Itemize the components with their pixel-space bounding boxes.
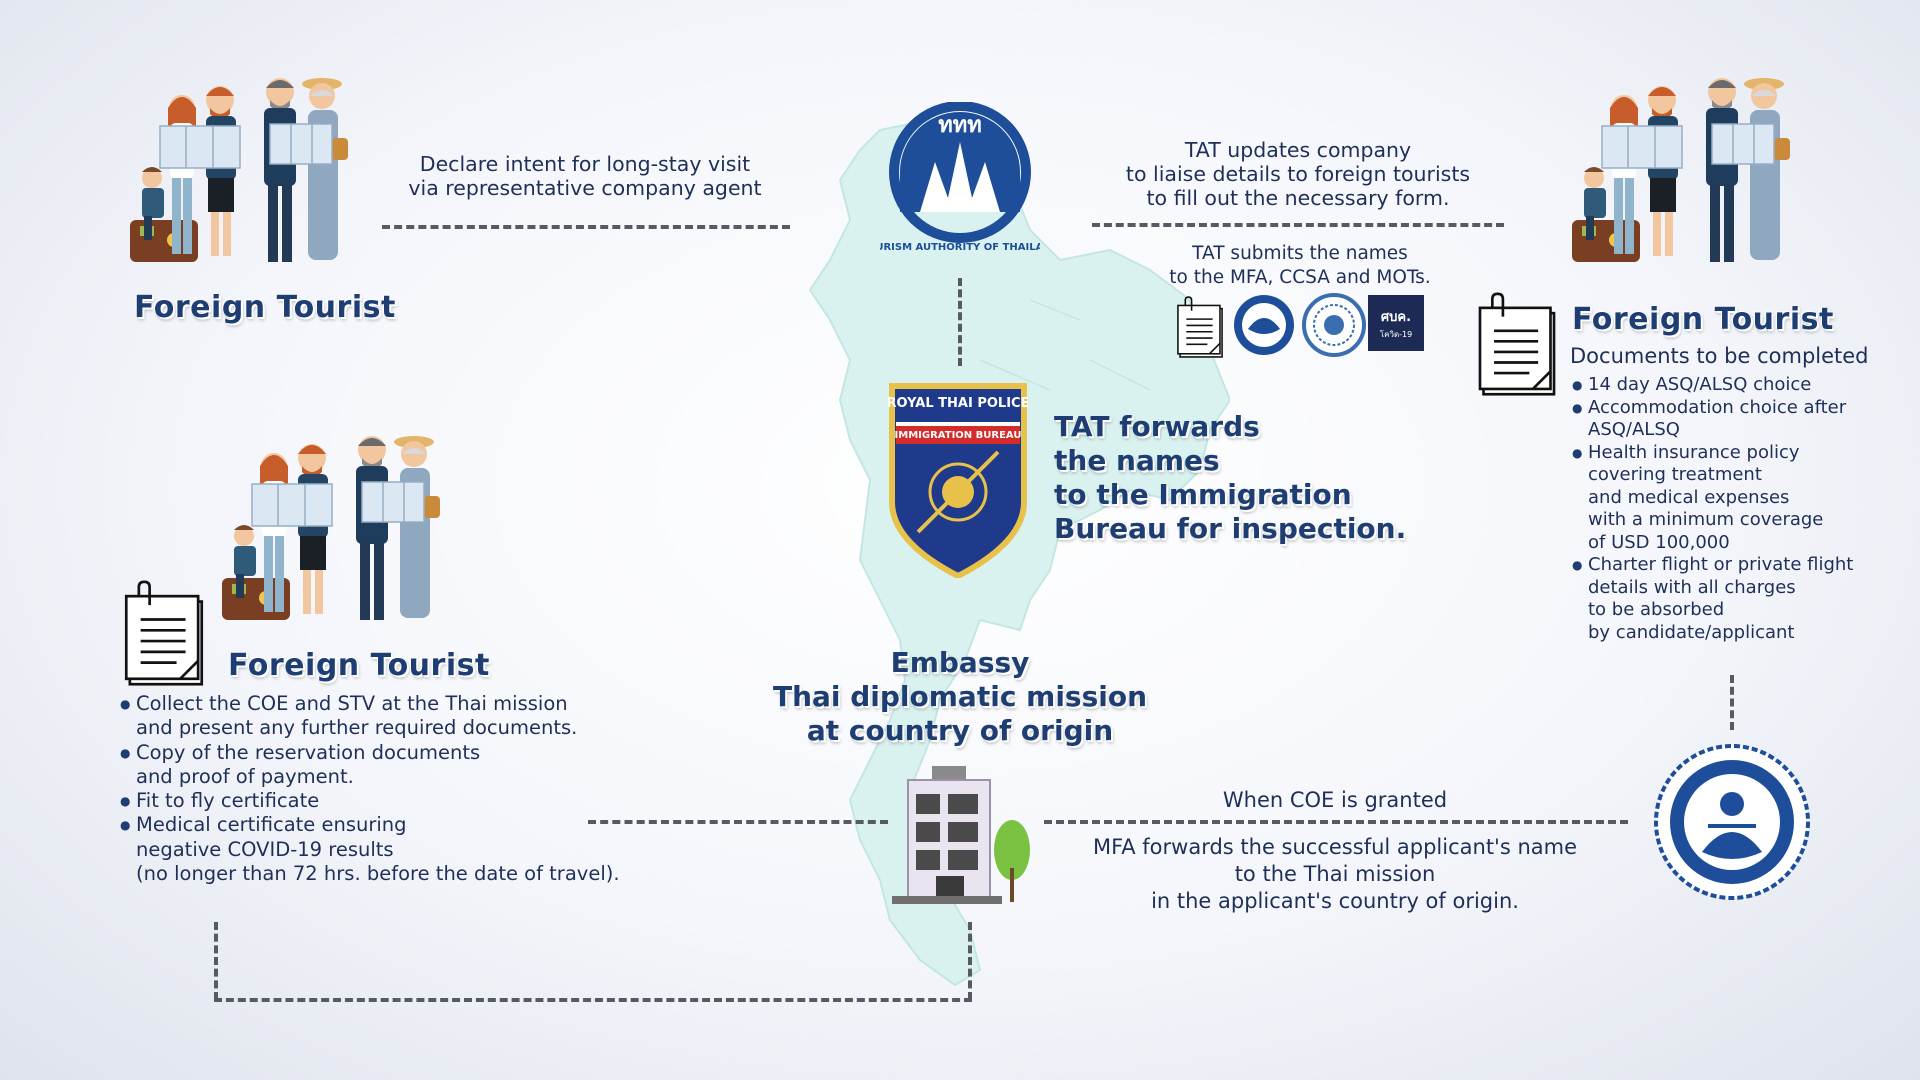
tat-forward-line-1: TAT forwards <box>1054 410 1260 443</box>
tat-forward-line-3: to the Immigration <box>1054 478 1352 511</box>
connector-to-embassy-up <box>968 922 972 1000</box>
list-item: Collect the COE and STV at the Thai miss… <box>120 692 680 741</box>
embassy-building-icon <box>892 766 1030 904</box>
embassy-line-2: Thai diplomatic mission <box>772 680 1148 713</box>
ccsa-seal-icon <box>1302 293 1366 357</box>
mfa-forward-line-3: in the applicant's country of origin. <box>1151 889 1519 913</box>
tat-update-text: TAT updates company to liaise details to… <box>1092 138 1504 210</box>
connector-left-down <box>214 922 218 1000</box>
list-item: Copy of the reservation documents and pr… <box>120 741 680 790</box>
connector-bottom <box>214 998 972 1002</box>
tourist-family-illustration <box>130 78 349 263</box>
tourist-family-illustration-right <box>1572 78 1791 263</box>
mfa-forward-line-1: MFA forwards the successful applicant's … <box>1092 835 1578 859</box>
foreign-tourist-title-1: Foreign Tourist <box>134 290 396 325</box>
embassy-line-1: Embassy <box>890 646 1030 679</box>
svg-text:ศบค.: ศบค. <box>1381 310 1411 325</box>
connector-declare <box>382 225 790 229</box>
tat-update-line-3: to fill out the necessary form. <box>1146 186 1450 210</box>
list-item: Accommodation choice after ASQ/ALSQ <box>1572 397 1902 442</box>
police-badge-top-text: ROYAL THAI POLICE <box>888 396 1028 411</box>
tourist-family-illustration-left <box>222 436 441 621</box>
right-document-list: 14 day ASQ/ALSQ choice Accommodation cho… <box>1572 374 1902 644</box>
mfa-forwards-text: MFA forwards the successful applicant's … <box>1040 834 1630 915</box>
embassy-label: Embassy Thai diplomatic mission at count… <box>760 646 1160 748</box>
coe-granted-text: When COE is granted <box>1222 788 1448 812</box>
tat-update-line-2: to liaise details to foreign tourists <box>1125 162 1471 186</box>
mfa-seal <box>1654 744 1810 900</box>
documents-subtitle: Documents to be completed <box>1570 344 1869 368</box>
svg-text:โควิด-19: โควิด-19 <box>1380 329 1412 339</box>
declare-line-1: Declare intent for long-stay visit <box>419 152 751 176</box>
tat-logo-top-text: ททท <box>938 113 982 138</box>
immigration-bureau-badge: ROYAL THAI POLICE IMMIGRATION BUREAU <box>888 383 1028 578</box>
list-item: 14 day ASQ/ALSQ choice <box>1572 374 1902 397</box>
connector-embassy-to-left <box>588 820 888 824</box>
list-item: Health insurance policy covering treatme… <box>1572 442 1902 555</box>
police-badge-band-text: IMMIGRATION BUREAU <box>895 430 1022 441</box>
tat-submit-text: TAT submits the names to the MFA, CCSA a… <box>1130 242 1470 290</box>
connector-mfa-to-embassy <box>1044 820 1628 824</box>
foreign-tourist-title-2: Foreign Tourist <box>1572 302 1834 337</box>
tat-logo: ททท TOURISM AUTHORITY OF THAILAND <box>880 102 1040 253</box>
declare-line-2: via representative company agent <box>408 176 762 200</box>
tat-submit-line-1: TAT submits the names <box>1192 243 1408 264</box>
tat-logo-ring-text: TOURISM AUTHORITY OF THAILAND <box>880 242 1040 253</box>
document-icon-left <box>124 580 204 686</box>
mfa-seal-icon <box>1234 295 1294 355</box>
document-icon-right <box>1478 292 1556 396</box>
mfa-forward-line-2: to the Thai mission <box>1234 862 1436 886</box>
tat-update-line-1: TAT updates company <box>1184 138 1412 162</box>
left-document-list: Collect the COE and STV at the Thai miss… <box>120 692 680 886</box>
connector-tat-to-police <box>958 278 962 366</box>
embassy-line-3: at country of origin <box>806 714 1114 747</box>
document-icon <box>1177 296 1223 358</box>
tat-submit-line-2: to the MFA, CCSA and MOTs. <box>1169 267 1431 288</box>
list-item: Fit to fly certificate <box>120 789 680 814</box>
list-item: Charter flight or private flight details… <box>1572 554 1902 644</box>
connector-right-to-mfa <box>1730 675 1734 730</box>
tat-forward-line-4: Bureau for inspection. <box>1054 512 1407 545</box>
tat-forwards-text: TAT forwards the names to the Immigratio… <box>1054 410 1406 546</box>
list-item: Medical certificate ensuring negative CO… <box>120 813 680 886</box>
connector-tat-update <box>1092 223 1504 227</box>
foreign-tourist-title-3: Foreign Tourist <box>228 648 490 683</box>
tat-forward-line-2: the names <box>1054 444 1220 477</box>
ccsa-covid-logo: ศบค. โควิด-19 <box>1368 295 1424 351</box>
declare-intent-text: Declare intent for long-stay visit via r… <box>380 152 790 200</box>
